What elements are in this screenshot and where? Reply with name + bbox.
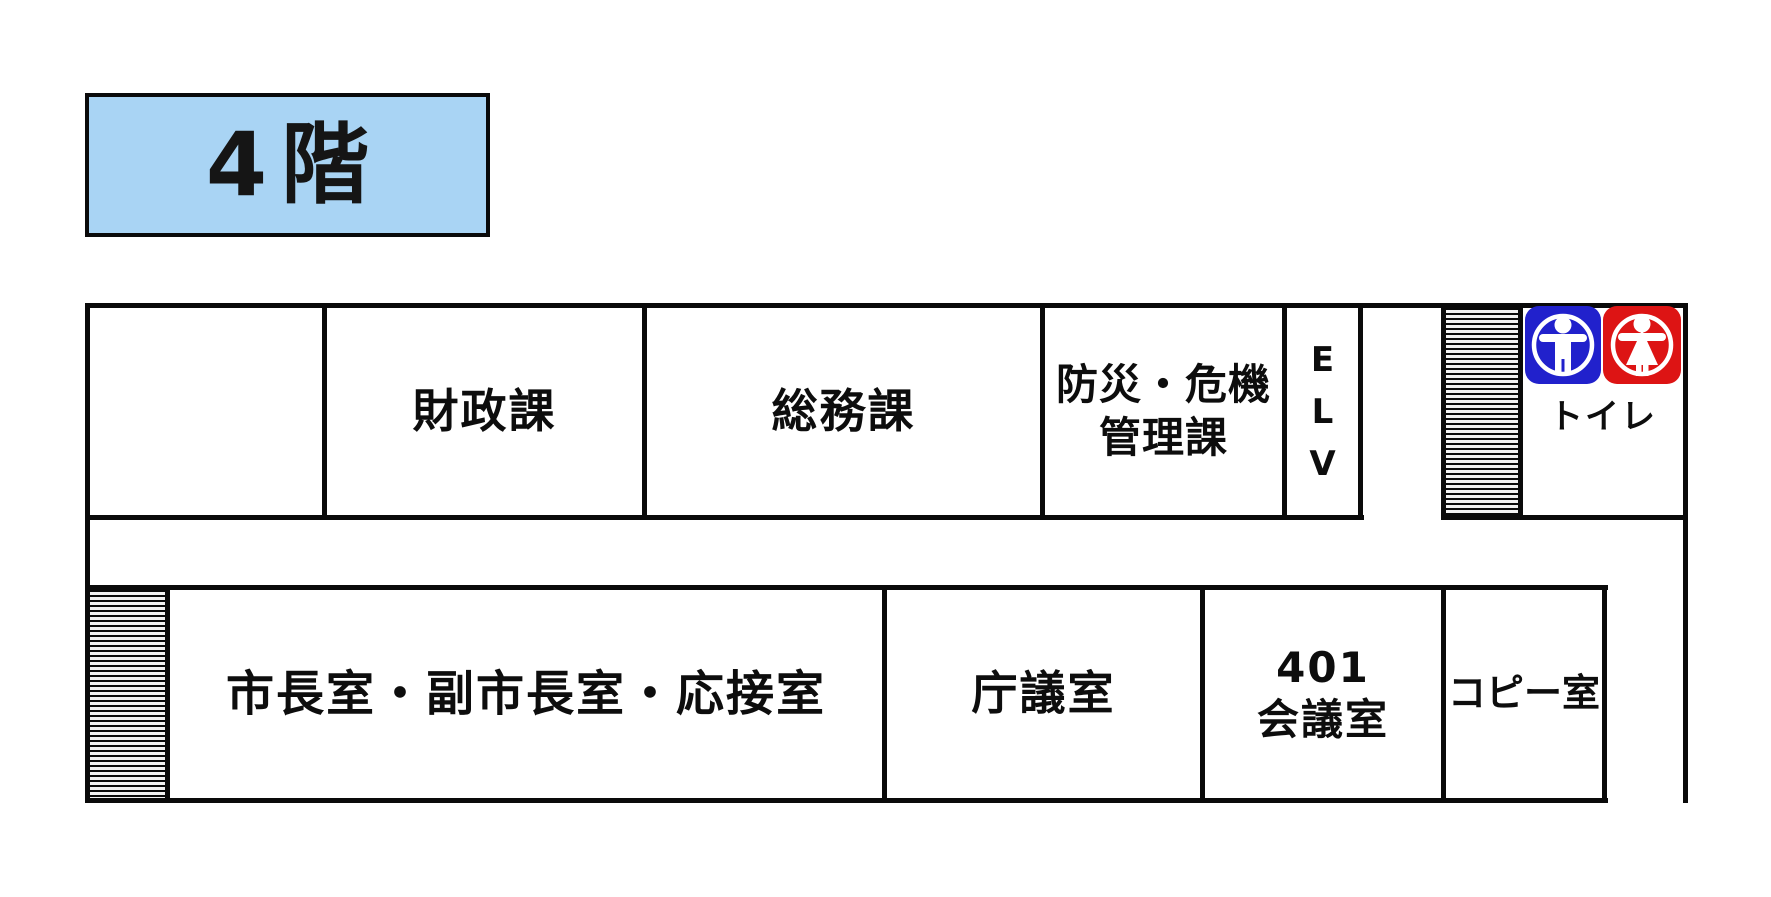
wall-divider (1040, 303, 1045, 520)
wall-right (1683, 303, 1688, 803)
room-unlabeled (90, 308, 322, 515)
elevator-letter: L (1311, 391, 1334, 432)
wall-stairs-bottom-right (165, 585, 170, 803)
room-label-line2: 会議室 (1256, 695, 1389, 744)
wall-divider (1358, 303, 1363, 520)
wall-divider (1282, 303, 1287, 520)
room-label-line1: 401 (1276, 642, 1370, 692)
floor-title: 4階 (205, 113, 384, 216)
room-elevator: E L V (1287, 308, 1358, 515)
wall-bottomrow-top (85, 585, 1608, 590)
wall-divider (642, 303, 647, 520)
room-label: コピー室 (1447, 671, 1600, 716)
wall-left (85, 303, 90, 803)
room-label-line1: 防災・危機 (1055, 360, 1271, 409)
toilet-label: トイレ (1549, 397, 1657, 437)
room-label: 財政課 (412, 383, 557, 438)
stairs-hatch-top (1446, 308, 1518, 515)
room-label: 庁議室 (971, 666, 1116, 721)
room-conference-401: 401 会議室 (1205, 590, 1441, 798)
room-disaster-crisis-management-division: 防災・危機 管理課 (1045, 308, 1282, 515)
room-toilet: トイレ (1523, 305, 1683, 515)
wall-top (85, 303, 1688, 308)
room-label-line2: 管理課 (1098, 412, 1228, 462)
wall-divider (1200, 585, 1205, 803)
elevator-letter: E (1310, 339, 1335, 380)
wall-divider (322, 303, 327, 520)
room-finance-division: 財政課 (327, 308, 642, 515)
floor-title-box: 4階 (85, 93, 490, 237)
wall-bottomrow-bottom (85, 798, 1608, 803)
elevator-letter: V (1309, 443, 1336, 484)
room-label: 総務課 (771, 383, 916, 438)
room-general-affairs-division: 総務課 (647, 308, 1040, 515)
room-label: 市長室・副市長室・応接室 (225, 666, 826, 722)
wall-divider (882, 585, 887, 803)
room-mayor-deputy-reception: 市長室・副市長室・応接室 (170, 590, 882, 798)
restroom-icons (1524, 305, 1682, 385)
wall-toprow-bottom-left (85, 515, 1364, 520)
wall-divider (1441, 585, 1446, 803)
wall-stairs-top-left (1441, 303, 1446, 520)
male-restroom-icon (1525, 306, 1601, 384)
stairs-hatch-bottom (90, 590, 165, 798)
wall-divider (1602, 585, 1607, 803)
room-copy: コピー室 (1446, 590, 1602, 798)
wall-stairs-top-right (1518, 303, 1523, 520)
female-restroom-icon (1603, 306, 1681, 384)
wall-toprow-bottom-right (1441, 515, 1688, 520)
room-council-chamber: 庁議室 (887, 590, 1200, 798)
